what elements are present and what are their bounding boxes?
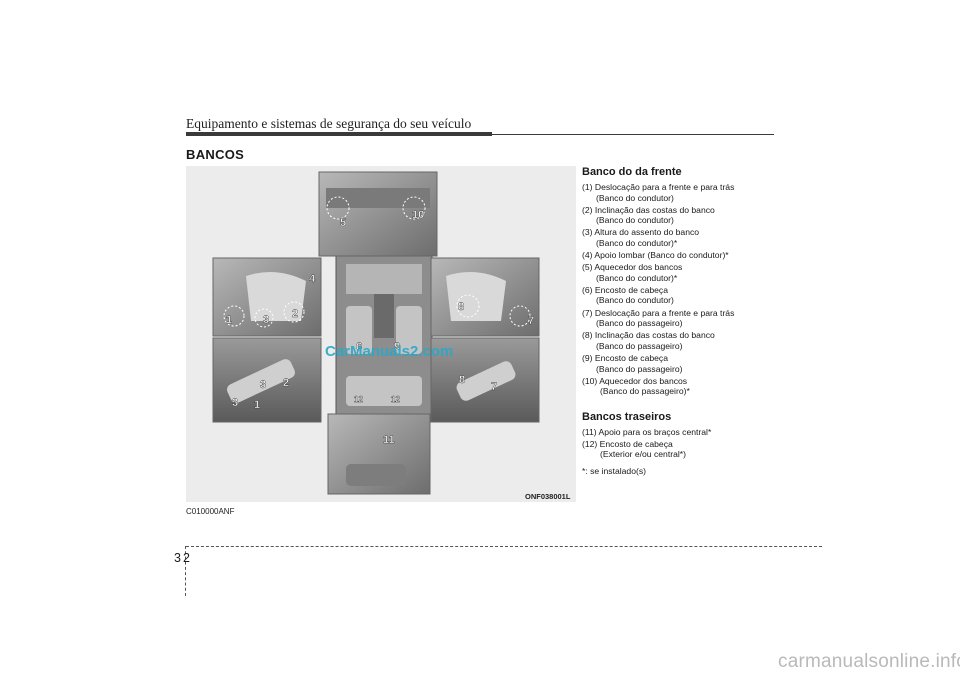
callout-12b: 12 <box>391 395 400 404</box>
header-title: Equipamento e sistemas de segurança do s… <box>186 116 472 131</box>
callout-11: 11 <box>383 434 395 446</box>
watermark-bottom: carmanualsonline.info <box>778 651 960 672</box>
list-item: (11) Apoio para os braços central* <box>582 426 712 437</box>
section-title: BANCOS <box>186 147 245 162</box>
watermark-inline: CarManuals2.com <box>325 343 454 360</box>
callout-7: 7 <box>528 315 534 327</box>
list-item: (7) Deslocação para a frente e para trás… <box>582 307 735 329</box>
rear-seats-title: Bancos traseiros <box>582 410 672 423</box>
list-item: (10) Aquecedor dos bancos(Banco do passa… <box>582 375 690 397</box>
footnote: *: se instalado(s) <box>582 466 647 477</box>
front-seats-title: Banco do da frente <box>582 166 682 178</box>
list-item: (3) Altura do assento do banco(Banco do … <box>582 227 700 248</box>
callout-2: 2 <box>292 308 298 320</box>
list-item: (4) Apoio lombar (Banco do condutor)* <box>582 250 729 261</box>
seat-diagram: 5 10 4 1 3 2 6 9 8 7 3 2 3 1 8 7 11 12 1… <box>186 166 576 502</box>
footer-rule <box>186 546 822 547</box>
callout-1b: 1 <box>254 399 260 411</box>
callout-3: 3 <box>263 314 269 326</box>
list-item: (12) Encosto de cabeça(Exterior e/ou cen… <box>582 438 686 460</box>
callout-8: 8 <box>458 301 464 313</box>
panel-driver-switches <box>212 337 322 423</box>
callout-4: 4 <box>309 273 316 285</box>
list-item: (1) Deslocação para a frente e para trás… <box>582 182 735 203</box>
header-rule-thick <box>186 132 492 136</box>
panel-heater-buttons <box>318 171 438 257</box>
list-item: (9) Encosto de cabeça(Banco do passageir… <box>582 352 683 374</box>
list-item: (6) Encosto de cabeça(Banco do condutor) <box>582 284 674 306</box>
list-item: (5) Aquecedor dos bancos(Banco do condut… <box>582 262 683 283</box>
callout-1: 1 <box>226 314 232 326</box>
callout-2b: 2 <box>283 377 289 389</box>
callout-8b: 8 <box>459 374 465 386</box>
figure-code: ONF038001L <box>525 492 571 501</box>
callout-9: 9 <box>394 341 400 353</box>
seat-legend: Banco do da frente (1) Deslocação para a… <box>582 164 782 476</box>
callout-6: 6 <box>356 341 362 353</box>
list-item: (2) Inclinação das costas do banco(Banco… <box>582 204 715 226</box>
footer-rule-vertical <box>185 546 186 596</box>
front-seats-list: (1) Deslocação para a frente e para trás… <box>582 182 782 397</box>
page-number: 32 <box>174 551 192 565</box>
image-code: C010000ANF <box>186 507 235 516</box>
callout-7b: 7 <box>491 381 497 393</box>
header-rule-thin <box>492 134 774 135</box>
seat-diagram-svg: 5 10 4 1 3 2 6 9 8 7 3 2 3 1 8 7 11 12 1… <box>212 171 540 495</box>
callout-3b: 3 <box>260 379 266 391</box>
list-item: (8) Inclinação das costas do banco(Banco… <box>582 330 715 351</box>
callout-12a: 12 <box>354 395 363 404</box>
callout-3c: 3 <box>232 397 238 409</box>
callout-10: 10 <box>412 209 424 221</box>
callout-5: 5 <box>340 217 346 229</box>
